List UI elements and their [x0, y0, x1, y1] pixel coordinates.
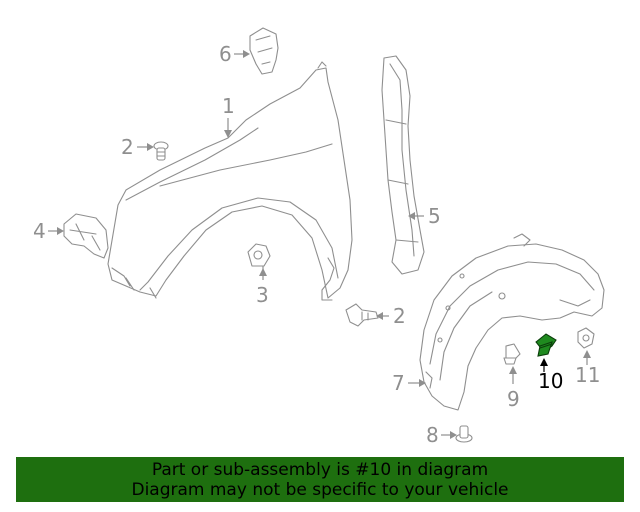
- svg-text:11: 11: [575, 363, 600, 387]
- callout-3: 3: [256, 266, 269, 307]
- svg-text:3: 3: [256, 283, 269, 307]
- callout-9: 9: [507, 366, 520, 411]
- part-1-fender: [107, 61, 353, 301]
- info-banner: Part or sub-assembly is #10 in diagram D…: [16, 457, 624, 502]
- part-5-panel: [381, 55, 425, 275]
- callout-4: 4: [33, 219, 64, 243]
- callout-8: 8: [426, 423, 457, 447]
- part-9-screw: [503, 343, 521, 365]
- callout-6: 6: [219, 42, 250, 66]
- callout-7: 7: [392, 371, 426, 395]
- callout-2a: 2: [121, 135, 154, 159]
- part-11-nut: [577, 327, 595, 349]
- svg-text:5: 5: [428, 204, 441, 228]
- part-8-pin: [455, 425, 473, 443]
- banner-line-2: Diagram may not be specific to your vehi…: [131, 480, 509, 500]
- part-2-clip-top: [153, 141, 169, 161]
- svg-text:6: 6: [219, 42, 232, 66]
- part-10-screw-highlighted: [535, 333, 557, 357]
- part-4-bracket: [63, 213, 109, 259]
- part-3-nut: [247, 243, 271, 267]
- callout-5: 5: [408, 204, 441, 228]
- svg-text:7: 7: [392, 371, 405, 395]
- callout-2b: 2: [376, 304, 406, 328]
- banner-line-1: Part or sub-assembly is #10 in diagram: [151, 460, 489, 480]
- svg-text:2: 2: [121, 135, 134, 159]
- part-2-bolt: [345, 303, 379, 327]
- callout-10: 10: [538, 358, 563, 393]
- part-7-liner: [419, 233, 605, 411]
- part-6-bracket: [249, 27, 279, 75]
- callout-1: 1: [222, 94, 235, 138]
- svg-text:8: 8: [426, 423, 439, 447]
- svg-text:2: 2: [393, 304, 406, 328]
- svg-text:4: 4: [33, 219, 46, 243]
- callout-11: 11: [575, 350, 600, 387]
- svg-text:10: 10: [538, 369, 563, 393]
- parts-diagram: 6 1 2 4 3: [33, 27, 605, 447]
- svg-text:1: 1: [222, 94, 235, 118]
- svg-text:9: 9: [507, 387, 520, 411]
